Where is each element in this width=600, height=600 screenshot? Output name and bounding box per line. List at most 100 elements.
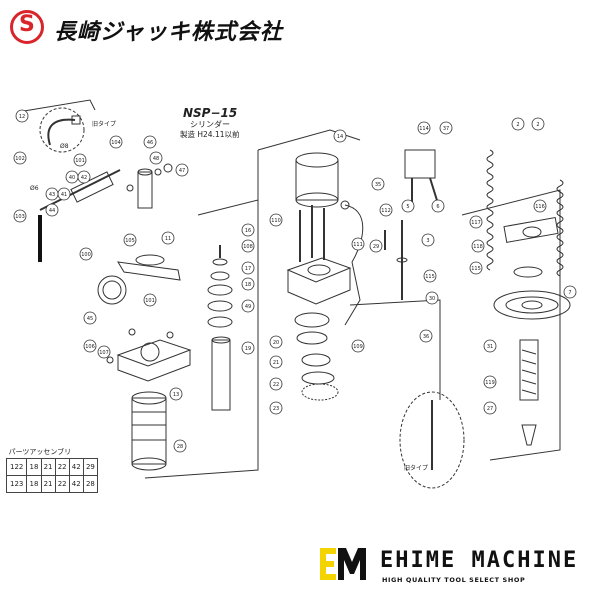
part-label: 103 bbox=[13, 209, 27, 223]
reservoir-wheel bbox=[97, 275, 127, 305]
svg-text:104: 104 bbox=[111, 140, 121, 146]
svg-text:31: 31 bbox=[487, 344, 493, 350]
base-screw-b bbox=[166, 331, 174, 339]
hose-detail-circle bbox=[39, 107, 85, 153]
far-right-frame-line bbox=[461, 189, 561, 461]
svg-text:111: 111 bbox=[353, 242, 363, 248]
part-label: 45 bbox=[83, 311, 97, 325]
old-type-detail-circle bbox=[399, 391, 465, 489]
svg-text:40: 40 bbox=[69, 175, 75, 181]
ram-washer bbox=[212, 258, 228, 266]
lower-ram-spring bbox=[521, 349, 537, 395]
svg-text:47: 47 bbox=[179, 168, 185, 174]
table-cell: 122 bbox=[5, 458, 28, 476]
part-label: 5 bbox=[401, 199, 415, 213]
table-cell: 22 bbox=[54, 475, 70, 493]
saddle-plate-center bbox=[521, 300, 543, 310]
top-bracket bbox=[503, 217, 559, 243]
cylinder-body-bottom bbox=[131, 457, 167, 471]
company-name: 長崎ジャッキ株式会社 bbox=[54, 20, 283, 45]
ring-22 bbox=[301, 371, 335, 385]
diagram-title: NSP−15 bbox=[183, 106, 238, 120]
part-label: 105 bbox=[123, 233, 137, 247]
pump-rod bbox=[39, 169, 121, 211]
svg-text:106: 106 bbox=[85, 344, 95, 350]
part-label: 47 bbox=[175, 163, 189, 177]
svg-text:115: 115 bbox=[471, 266, 481, 272]
table-cell: 18 bbox=[26, 458, 42, 476]
part-label: 108 bbox=[241, 239, 255, 253]
table-cell: 18 bbox=[26, 475, 42, 493]
header: S 長崎ジャッキ株式会社 bbox=[10, 8, 370, 48]
ram-ring-17 bbox=[210, 271, 230, 281]
ram-rod bbox=[211, 339, 231, 411]
middle-block-bore bbox=[307, 264, 331, 276]
right-frame-line bbox=[349, 299, 441, 400]
valve-body bbox=[137, 171, 153, 209]
ram-rod-top bbox=[211, 336, 231, 344]
top-bracket-hole bbox=[522, 226, 542, 238]
part-label: 43 bbox=[45, 187, 59, 201]
ring-20b bbox=[296, 331, 328, 345]
part-label: 29 bbox=[369, 239, 383, 253]
svg-text:108: 108 bbox=[243, 244, 253, 250]
valve-top bbox=[137, 168, 153, 176]
part-label: 44 bbox=[45, 203, 59, 217]
part-label: 109 bbox=[351, 339, 365, 353]
part-label: 119 bbox=[483, 375, 497, 389]
reservoir-cylinder-bottom bbox=[295, 192, 339, 208]
svg-text:49: 49 bbox=[245, 304, 251, 310]
ram-ring-49b bbox=[207, 316, 233, 328]
company-logo-letter: S bbox=[19, 12, 35, 37]
part-label: 35 bbox=[371, 177, 385, 191]
part-label: 100 bbox=[79, 247, 93, 261]
svg-text:20: 20 bbox=[273, 340, 279, 346]
svg-text:105: 105 bbox=[125, 238, 135, 244]
base-screw-a bbox=[128, 328, 136, 336]
lower-ram-tip bbox=[521, 424, 537, 446]
ram-ring-18 bbox=[207, 284, 233, 296]
svg-text:21: 21 bbox=[273, 360, 279, 366]
table-cell: 28 bbox=[82, 475, 99, 493]
reservoir-wheel-inner bbox=[102, 280, 122, 300]
part-label: 23 bbox=[269, 401, 283, 415]
ring-21 bbox=[301, 353, 331, 367]
valve-nut bbox=[163, 163, 173, 173]
diagram-note: 製造 H24.11以前 bbox=[180, 130, 240, 139]
svg-text:103: 103 bbox=[15, 214, 25, 220]
svg-text:29: 29 bbox=[373, 244, 379, 250]
part-label: 7 bbox=[563, 285, 577, 299]
table-row: 122 18 21 22 42 29 bbox=[5, 458, 99, 476]
table-cell: 29 bbox=[82, 458, 99, 476]
svg-text:13: 13 bbox=[173, 392, 179, 398]
base-block-bore bbox=[140, 342, 160, 362]
svg-text:36: 36 bbox=[423, 334, 429, 340]
part-label: 101 bbox=[73, 153, 87, 167]
part-label: 11 bbox=[161, 231, 175, 245]
svg-text:35: 35 bbox=[375, 182, 381, 188]
part-label: 104 bbox=[109, 135, 123, 149]
table-cell: 22 bbox=[54, 458, 70, 476]
svg-text:117: 117 bbox=[471, 220, 481, 226]
part-label: 19 bbox=[241, 341, 255, 355]
svg-text:17: 17 bbox=[245, 266, 251, 272]
svg-text:119: 119 bbox=[485, 380, 495, 386]
part-label: 46 bbox=[143, 135, 157, 149]
svg-text:22: 22 bbox=[273, 382, 279, 388]
svg-text:14: 14 bbox=[337, 134, 343, 140]
part-label: 31 bbox=[483, 339, 497, 353]
svg-text:27: 27 bbox=[487, 406, 493, 412]
svg-text:30: 30 bbox=[429, 296, 435, 302]
brand-footer: EHIME MACHINE HIGH QUALITY TOOL SELECT S… bbox=[318, 544, 588, 590]
pipe-line bbox=[344, 204, 364, 263]
svg-text:116: 116 bbox=[535, 204, 545, 210]
svg-text:107: 107 bbox=[99, 350, 109, 356]
part-label: 16 bbox=[241, 223, 255, 237]
part-label: 17 bbox=[241, 261, 255, 275]
left-frame-line bbox=[17, 99, 96, 113]
ram-ring-49 bbox=[207, 300, 233, 312]
brand-tagline: HIGH QUALITY TOOL SELECT SHOP bbox=[382, 576, 526, 584]
part-label: 101 bbox=[143, 293, 157, 307]
svg-text:43: 43 bbox=[49, 192, 55, 198]
svg-text:110: 110 bbox=[271, 218, 281, 224]
